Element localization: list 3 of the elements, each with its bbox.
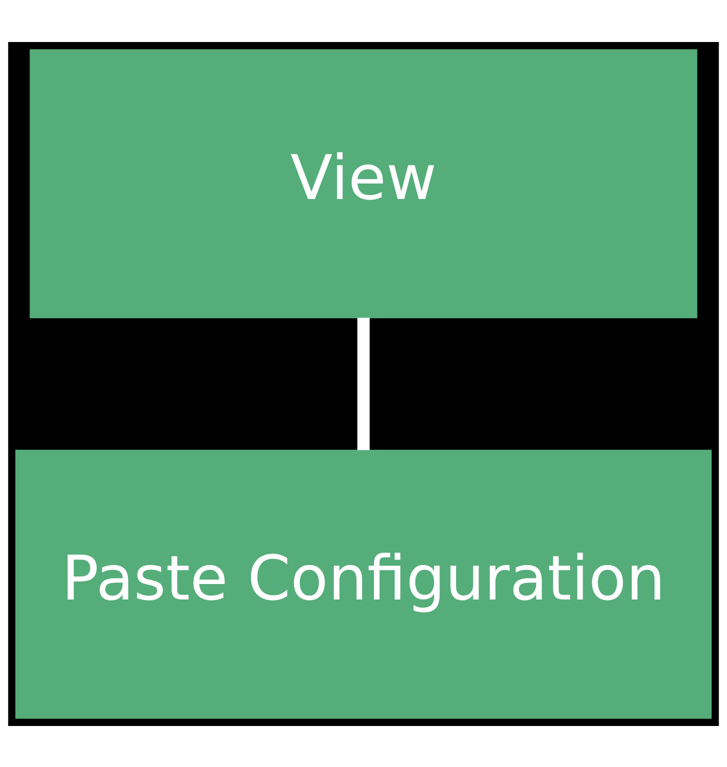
connector [357,317,370,450]
node-box: Paste Configuration [15,449,712,718]
node-box: View [30,48,698,318]
